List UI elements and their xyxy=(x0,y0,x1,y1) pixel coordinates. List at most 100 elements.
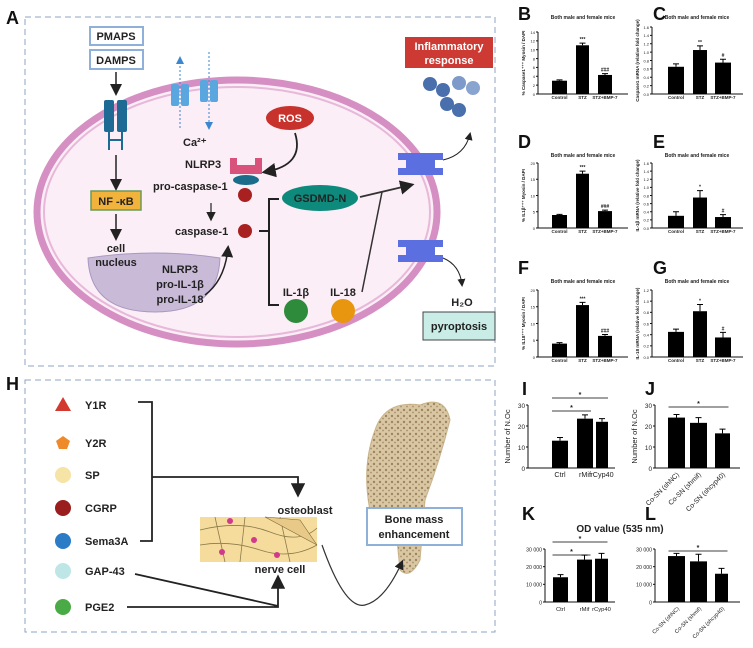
y-tick-label: 0.2 xyxy=(643,344,649,349)
chart-title: Both male and female mice xyxy=(665,279,730,285)
panel-letter: F xyxy=(518,258,529,278)
asc-adaptor-icon xyxy=(233,175,259,185)
nfkb-label: NF -κB xyxy=(98,196,134,208)
significance-label: *** xyxy=(580,37,586,43)
y-tick-label: 20 xyxy=(518,424,526,431)
circle-icon xyxy=(55,599,71,615)
bar xyxy=(715,573,728,602)
chart-title: Both male and female mice xyxy=(551,279,616,285)
factor-label: SP xyxy=(85,470,100,482)
nucleus-content: pro-IL-1β xyxy=(156,279,204,291)
bone-mass-box xyxy=(366,507,463,546)
y-tick-label: 1.6 xyxy=(643,25,649,30)
bar xyxy=(668,331,684,357)
il18-ball xyxy=(331,299,355,323)
chart-title: Both male and female mice xyxy=(551,15,616,21)
y-tick-label: 20 000 xyxy=(526,565,542,571)
x-tick-label: STZ+BMP-7 xyxy=(710,229,736,234)
x-tick-label: STZ xyxy=(696,229,705,234)
y-tick-label: 1.6 xyxy=(643,161,649,166)
nucleus-content: NLRP3 xyxy=(162,264,198,276)
significance-label: ### xyxy=(601,68,610,74)
y-tick-label: 0.2 xyxy=(643,83,649,88)
bar xyxy=(595,558,608,602)
panel-letter: C xyxy=(653,4,666,24)
arrow-pore-inflammation xyxy=(442,132,473,161)
bar xyxy=(552,80,567,94)
pro-caspase-label: pro-caspase-1 xyxy=(153,181,228,193)
y-tick-label: 1.2 xyxy=(643,288,649,293)
y-tick-label: 0 xyxy=(533,355,536,360)
panel-letter: B xyxy=(518,4,531,24)
caspase-label: caspase-1 xyxy=(175,226,228,238)
error-bar xyxy=(695,417,702,423)
nfkb-box xyxy=(90,190,142,211)
error-bar xyxy=(598,552,605,559)
y-tick-label: 0.4 xyxy=(643,75,649,80)
x-tick-label: Control xyxy=(552,358,568,363)
y-tick-label: 1.4 xyxy=(643,33,649,38)
y-tick-label: 4 xyxy=(533,74,536,79)
chart-title: Both male and female mice xyxy=(665,15,730,21)
error-bar xyxy=(673,413,680,418)
panel-letter: D xyxy=(518,132,531,152)
x-tick-label: Ctrl xyxy=(556,607,565,613)
bar xyxy=(552,343,567,357)
error-bar xyxy=(579,170,586,174)
ros-label: ROS xyxy=(278,113,302,125)
x-tick-label: STZ xyxy=(578,229,587,234)
pyroptosis-label: pyroptosis xyxy=(431,321,487,333)
y-tick-label: 0.8 xyxy=(643,193,649,198)
significance-label: * xyxy=(570,405,573,412)
y-tick-label: 0.0 xyxy=(643,92,649,97)
arrow-nucleus-caspase xyxy=(204,245,234,296)
arrow-gsdmd-pore xyxy=(359,180,415,198)
y-tick-label: 15 xyxy=(531,305,536,310)
bar xyxy=(715,217,731,228)
significance-label: ### xyxy=(601,329,610,335)
gsdmd-label: GSDMD-N xyxy=(294,193,347,205)
y-tick-label: 20 000 xyxy=(636,565,652,571)
bar xyxy=(690,422,707,468)
y-axis-label: Number of N.Oc xyxy=(630,409,639,463)
factor-label: PGE2 xyxy=(85,602,114,614)
y-tick-label: 20 xyxy=(531,288,536,293)
error-bar xyxy=(599,418,605,422)
caspase-bracket xyxy=(259,198,279,306)
error-bar xyxy=(557,437,563,441)
x-tick-label: rCyp40 xyxy=(592,607,612,613)
bar xyxy=(576,305,589,357)
x-tick-label: STZ+BMP-7 xyxy=(592,358,618,363)
circle-icon xyxy=(55,500,71,516)
y-tick-label: 10 000 xyxy=(636,583,652,589)
y-axis-label: Caspase1 mRNA (relative fold change) xyxy=(635,19,640,102)
error-bar xyxy=(673,211,679,216)
y-tick-label: 0.4 xyxy=(643,332,649,337)
circle-icon xyxy=(55,533,71,549)
cell-membrane-inner xyxy=(43,86,431,338)
y-tick-label: 0.0 xyxy=(643,355,649,360)
y-tick-label: 0 xyxy=(533,92,536,97)
y-tick-label: 30 000 xyxy=(526,547,542,553)
y-tick-label: 0.0 xyxy=(643,226,649,231)
bone-mass-label: Bone mass xyxy=(385,514,444,526)
x-tick-label: Ctrl xyxy=(554,470,566,479)
y-axis-label: % Caspase1⁺⁺⁺ Myosin / DAPI xyxy=(521,31,526,96)
x-tick-label: Control xyxy=(552,229,568,234)
x-tick-label: rMif xyxy=(579,470,591,479)
error-bar xyxy=(695,553,702,562)
error-bar xyxy=(579,42,586,46)
y-tick-label: 1.0 xyxy=(643,50,649,55)
y-axis-label: IL-18 mRNA (relative fold change) xyxy=(635,287,640,359)
error-bar xyxy=(602,73,608,75)
calcium-channel-icon xyxy=(171,80,218,106)
significance-label: * xyxy=(579,392,582,399)
